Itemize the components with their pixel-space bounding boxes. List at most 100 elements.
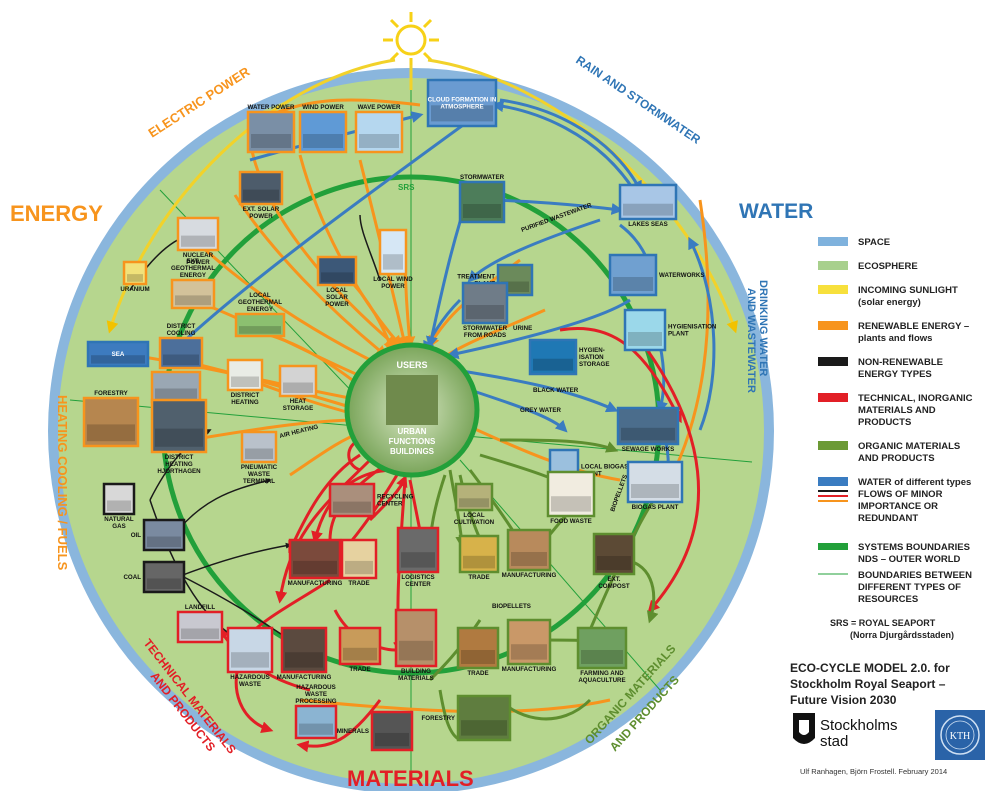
node-label: TRADE — [468, 574, 489, 581]
node-trade-4: TRADE — [456, 626, 500, 677]
node-forestry-bottom: FORESTRY — [422, 694, 512, 742]
node-image — [82, 396, 140, 448]
node-label: MINERALS — [337, 728, 369, 735]
node-image — [354, 110, 404, 154]
buildings-label: BUILDINGS — [390, 447, 435, 456]
legend-swatch — [818, 261, 848, 270]
node-image — [280, 626, 328, 674]
legend-srs-1: SRS = ROYAL SEAPORT — [830, 618, 936, 628]
space-label-right: SPACE — [520, 58, 541, 69]
node-image — [226, 626, 274, 674]
credit: Ulf Ranhagen, Björn Frostell. February 2… — [800, 767, 947, 776]
node-wave-power: WAVE POWER — [354, 104, 404, 154]
users-photo — [386, 375, 438, 425]
wastewater-label: AND WASTEWATER — [745, 288, 757, 393]
node-sewage-works: SEWAGE WORKS — [616, 406, 680, 453]
node-label: SEWAGE WORKS — [622, 446, 675, 453]
legend-minor-1: FLOWS OF MINOR — [858, 489, 943, 500]
node-image — [246, 110, 296, 154]
flow-label-grey-water: GREY WATER — [520, 407, 562, 414]
node-minerals: MINERALS — [337, 710, 414, 752]
legend-systems-swatch — [818, 543, 848, 550]
legend-systems-2: NDS – OUTER WORLD — [858, 554, 961, 565]
node-image — [294, 704, 338, 740]
node-image — [226, 358, 264, 392]
legend-swatch — [818, 285, 848, 294]
node-oil: OIL — [131, 518, 186, 552]
legend-swatch — [818, 393, 848, 402]
legend-sub: PRODUCTS — [858, 417, 911, 428]
heating-label: HEATING COOLING / FUELS — [55, 395, 70, 571]
node-image — [394, 608, 438, 668]
node-label: MANUFACTURING — [288, 580, 343, 587]
drinking-water-label: DRINKING WATER — [757, 280, 769, 376]
legend-label: SPACE — [858, 237, 890, 248]
node-manufacturing-2: MANUFACTURING — [502, 528, 557, 579]
legend-label: ORGANIC MATERIALS — [858, 441, 960, 452]
node-image — [396, 526, 440, 574]
node-image — [240, 430, 278, 464]
legend-swatch — [818, 441, 848, 450]
stockholm-text-2: stad — [820, 733, 848, 750]
node-image — [458, 180, 506, 224]
node-trade-1: TRADE — [340, 538, 378, 587]
node-image — [370, 710, 414, 752]
node-landfill: LANDFILL — [176, 604, 224, 644]
node-image — [458, 534, 500, 574]
materials-label: MATERIALS — [347, 766, 474, 791]
legend-sub: plants and flows — [858, 333, 932, 344]
legend-boundaries-1: BOUNDARIES BETWEEN — [858, 570, 972, 581]
node-image — [142, 560, 186, 594]
legend-label: ECOSPHERE — [858, 261, 918, 272]
node-image — [86, 340, 150, 368]
node-label: LANDFILL — [185, 604, 215, 611]
urban-label: URBAN — [398, 427, 427, 436]
node-image — [456, 694, 512, 742]
node-image — [546, 470, 596, 518]
legend-swatch — [818, 477, 848, 486]
node-label: MANUFACTURING — [502, 666, 557, 673]
node-image — [122, 260, 148, 286]
legend-sub: (solar energy) — [858, 297, 921, 308]
legend-srs-2: (Norra Djurgårdsstaden) — [850, 630, 954, 640]
node-image — [288, 538, 342, 580]
legend-systems-1: SYSTEMS BOUNDARIES — [858, 542, 970, 553]
energy-label: ENERGY — [10, 201, 103, 226]
kth-logo — [935, 710, 985, 760]
node-water-power: WATER POWER — [246, 104, 296, 154]
node-image — [298, 110, 348, 154]
node-label: STORMWATER — [460, 174, 505, 181]
node-label: URANIUM — [120, 286, 149, 293]
node-image — [618, 183, 678, 221]
node-uranium: URANIUM — [120, 260, 150, 293]
title-line-2: Stockholm Royal Seaport – — [790, 677, 946, 691]
legend-label: WATER of different types — [858, 477, 971, 488]
node-coal: COAL — [123, 560, 186, 594]
node-label: FORESTRY — [94, 390, 128, 397]
legend-swatch — [818, 237, 848, 246]
node-label: TRADE — [348, 580, 369, 587]
node-label: LAKES SEAS — [628, 221, 668, 228]
legend-minor-2: IMPORTANCE OR — [858, 501, 938, 512]
node-label: BIOGAS PLANT — [632, 504, 679, 511]
